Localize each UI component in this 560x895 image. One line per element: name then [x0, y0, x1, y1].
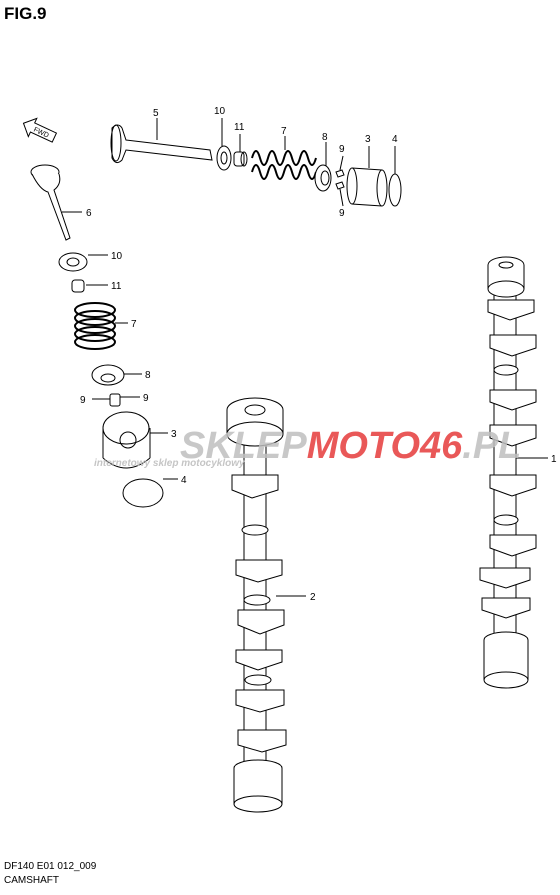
svg-text:SKLEPMOTO46.PL: SKLEPMOTO46.PL [180, 425, 521, 467]
label-part-1: 1 [551, 454, 557, 465]
leaders-left [62, 211, 178, 480]
leaders-top [156, 118, 396, 207]
watermark-part-d: .PL [462, 425, 521, 467]
label-part-11-top: 11 [234, 122, 245, 133]
watermark-part-a: SKLEP [180, 425, 307, 467]
valve-stem-seal-top [233, 151, 248, 167]
valve-spring-left [74, 302, 116, 350]
label-part-11-left: 11 [111, 281, 122, 292]
label-part-9-left-b: 9 [143, 393, 149, 404]
camshaft-exhaust [479, 256, 537, 689]
valve-seal-top [216, 145, 232, 171]
label-part-4-top: 4 [392, 134, 398, 145]
shim-top [388, 173, 402, 207]
figure-title: FIG.9 [4, 4, 47, 23]
spring-retainer-left [91, 364, 125, 386]
shim-left [122, 478, 164, 508]
label-part-5: 5 [153, 108, 159, 119]
label-part-4-left: 4 [181, 475, 187, 486]
watermark: SKLEPMOTO46.PL internetowy sklep motocyk… [94, 425, 521, 469]
label-part-10-left: 10 [111, 251, 123, 262]
label-part-7-top: 7 [281, 126, 287, 137]
valve-spring-top [251, 150, 317, 180]
label-part-2: 2 [310, 592, 316, 603]
label-part-9-top-b: 9 [339, 208, 345, 219]
watermark-part-b: MOTO [307, 425, 420, 467]
tappet-top [346, 167, 388, 207]
valve-seal-left [58, 252, 88, 272]
stem-seal-left [71, 279, 85, 293]
diagram-footer: DF140 E01 012_009 CAMSHAFT [4, 860, 96, 888]
label-part-8-left: 8 [145, 370, 151, 381]
label-part-10-top: 10 [214, 106, 226, 117]
diagram-caption: CAMSHAFT [4, 875, 59, 886]
camshaft-intake [226, 397, 287, 813]
label-part-3-left: 3 [171, 429, 177, 440]
label-part-7-left: 7 [131, 319, 137, 330]
watermark-tagline: internetowy sklep motocyklowy [94, 458, 245, 469]
cotters-left [109, 393, 121, 407]
valve-cotters-top [335, 169, 345, 190]
diagram-code: DF140 E01 012_009 [4, 861, 97, 872]
valve-left [30, 164, 71, 241]
valve-top [110, 124, 213, 164]
fwd-direction-arrow: FWD [22, 117, 58, 143]
spring-retainer-top [314, 164, 332, 192]
tappet-left [102, 411, 151, 469]
label-part-8-top: 8 [322, 132, 328, 143]
watermark-part-c: 46 [419, 425, 463, 467]
label-part-9-left-a: 9 [80, 395, 86, 406]
label-part-3-top: 3 [365, 134, 371, 145]
part-labels: 5 10 11 7 8 9 9 3 4 6 10 11 7 8 9 9 3 4 … [80, 106, 557, 603]
label-part-9-top-a: 9 [339, 144, 345, 155]
label-part-6: 6 [86, 208, 92, 219]
